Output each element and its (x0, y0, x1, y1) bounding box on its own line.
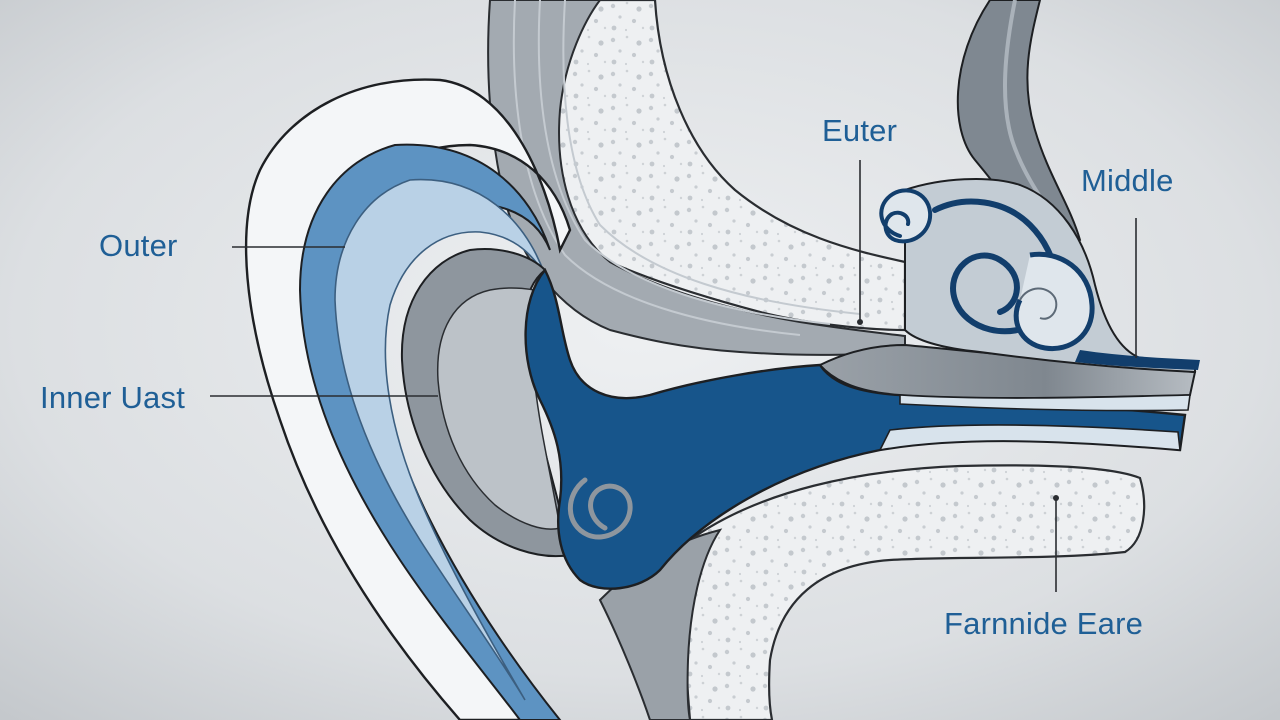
ossicle-inner (1019, 287, 1058, 320)
bottom-label: Farnnide Eare (944, 606, 1144, 641)
canal-upper-wall (818, 343, 1197, 400)
euter-label: Euter (822, 113, 898, 148)
canal-spiral (567, 477, 633, 540)
ossicle-round (1013, 251, 1095, 352)
euter-leader-dot (857, 319, 863, 325)
outer-label: Outer (99, 228, 178, 263)
inner-label: Inner Uast (40, 380, 186, 415)
middle-ear-canal-top (1075, 350, 1200, 370)
bottom-leader-dot (1053, 495, 1059, 501)
middle-label: Middle (1081, 163, 1174, 198)
upper-tissue-lines (512, 0, 861, 336)
canal-bands (878, 394, 1191, 452)
ossicle-loop (932, 198, 1059, 335)
outer-ear-light-layer (334, 178, 546, 701)
cochlea-spiral (879, 188, 933, 244)
